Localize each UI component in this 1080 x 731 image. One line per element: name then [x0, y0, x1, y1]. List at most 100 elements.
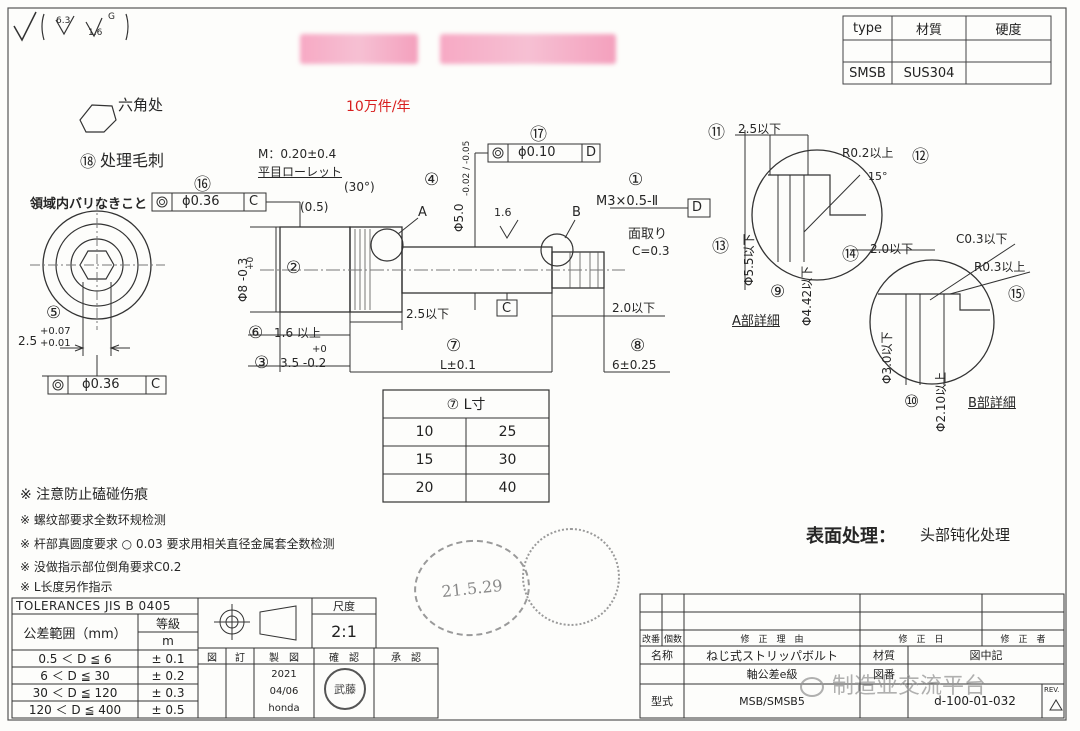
note-2: ※ 螺纹部要求全数环规检测 [20, 513, 166, 527]
material-value: 図中記 [969, 649, 1003, 662]
r02-value: R0.2以上 [842, 146, 894, 160]
dim7-value: L±0.1 [440, 358, 476, 372]
dim3-plus: +0 [312, 344, 327, 355]
tolerance-title: TOLERANCES JIS B 0405 [16, 599, 172, 613]
detail-label-b: B [572, 205, 581, 220]
mat-type: SMSB [849, 65, 886, 81]
stamp-date: 21.5.29 [440, 575, 504, 601]
rev-header: 修 正 日 [898, 634, 944, 645]
roughness-value-3: G [108, 12, 115, 22]
dia2-plus: +0 [246, 256, 256, 270]
l-table-cell: 15 [415, 452, 434, 468]
note-1: ※ 注意防止磕碰伤痕 [20, 487, 149, 503]
l-table-cell: 10 [415, 424, 434, 440]
m-note: M：0.20±0.4 [258, 147, 337, 161]
r03-value: R0.3以上 [974, 260, 1026, 274]
draft-date: 04/06 [269, 685, 299, 697]
approval-header: 承 認 [391, 652, 421, 664]
item14-marker: ⑭ [842, 245, 859, 265]
dim5-minus: +0.01 [40, 338, 71, 349]
approval-header: 製 図 [269, 652, 299, 664]
l-table-cell: 25 [498, 424, 517, 440]
runout16-value: ϕ0.36 [182, 194, 220, 209]
l-table-cell: 30 [498, 452, 517, 468]
chamfer-label: 面取り [628, 227, 668, 242]
watermark: 制造业交流平台 [800, 668, 986, 700]
item18-marker: ⑱ [80, 152, 97, 171]
head-offset: (0.5) [300, 200, 329, 214]
dia4-tolerance: -0.02 / -0.05 [462, 140, 472, 196]
thread-spec: M3×0.5-Ⅱ [596, 194, 659, 209]
tolerance-range: 120 ＜ D ≦ 400 [28, 703, 122, 717]
item15-marker: ⑮ [1008, 285, 1025, 305]
tolerance-range: 0.5 ＜ D ≦ 6 [38, 652, 112, 666]
item12-marker: ⑫ [912, 147, 929, 167]
tolerance-range-label: 公差範囲（mm） [23, 626, 127, 642]
dim-2-5-below: 2.5以下 [406, 307, 450, 321]
burr-free-note: 領域内バリなきこと [30, 197, 148, 212]
dia9-value: Φ4.42以下 [800, 265, 814, 326]
draft-year: 2021 [271, 668, 297, 680]
datum-c-box: C [502, 301, 512, 316]
surface-treatment-value: 头部钝化处理 [920, 526, 1011, 544]
runout17-datum: D [586, 145, 597, 160]
chamfer-value: C=0.3 [632, 244, 670, 258]
dim6-value: 1.6 以上 [274, 326, 321, 340]
item2-marker: ② [286, 258, 302, 278]
dia13-value: Φ5.5以下 [742, 233, 756, 286]
detail-a-caption: A部詳細 [732, 314, 780, 329]
note-4: ※ 没做指示部位倒角要求C0.2 [20, 560, 182, 574]
item9-marker: ⑨ [770, 282, 786, 302]
tolerance-grade-label: 等級 [155, 616, 180, 631]
dim5-plus: +0.07 [40, 326, 71, 337]
rev-label: REV. [1044, 686, 1060, 694]
drafter-name: honda [268, 702, 300, 714]
approval-header: 確 認 [329, 652, 359, 664]
detail-label-a: A [418, 205, 427, 220]
runout16-datum: C [249, 194, 259, 209]
rev-header: 改番 [641, 634, 660, 645]
item4-marker: ④ [424, 170, 440, 190]
scale-label: 尺度 [333, 600, 355, 613]
tolerance-value: ± 0.3 [151, 685, 185, 700]
shank-roughness: 1.6 [494, 206, 512, 219]
name-label: 名称 [651, 649, 673, 662]
dia4-value: Φ5.0 [452, 203, 466, 232]
note-3: ※ 杆部真圆度要求 ○ 0.03 要求用相关直径金属套全数检测 [20, 537, 335, 551]
tolerance-value: ± 0.1 [151, 651, 185, 666]
drawing-no-label: 図番 [873, 668, 895, 681]
deburr-note: 处理毛刺 [100, 151, 165, 170]
wechat-icon [800, 677, 824, 697]
scale-value: 2:1 [331, 621, 357, 641]
roughness-value-1: 6.3 [56, 16, 71, 26]
item13-marker: ⑬ [712, 237, 729, 257]
dia30-value: Φ3.0以下 [880, 331, 894, 384]
approval-header: 図 [207, 652, 217, 664]
item3-marker: ③ [254, 353, 270, 373]
tolerance-range: 6 ＜ D ≦ 30 [40, 669, 110, 683]
item11-marker: ⑪ [708, 123, 725, 143]
item16-marker: ⑯ [194, 175, 211, 195]
l-table-cell: 40 [498, 480, 517, 496]
hex-note: 六角处 [118, 96, 164, 114]
watermark-text: 制造业交流平台 [832, 674, 987, 699]
dim11-value: 2.5以下 [738, 122, 782, 136]
detail-a-angle: 15° [868, 170, 888, 183]
tolerance-grade-value: m [162, 634, 174, 648]
rev-header: 個数 [663, 634, 682, 645]
runout5-datum: C [151, 377, 161, 392]
dim3-value: 3.5 -0.2 [280, 356, 327, 370]
approval-header: 訂 [235, 652, 245, 664]
item5-marker: ⑤ [46, 303, 62, 323]
item1-marker: ① [628, 170, 644, 190]
redacted-title-left [300, 34, 418, 64]
tolerance-value: ± 0.5 [151, 702, 185, 717]
rev-header: 修 正 者 [1000, 634, 1046, 645]
redacted-title-right [440, 34, 616, 64]
l-table-cell: 20 [415, 480, 434, 496]
drawing-number: d-100-01-032 [934, 694, 1016, 708]
roughness-value-2: 1.6 [88, 28, 103, 38]
tolerance-value: ± 0.2 [151, 668, 185, 683]
rev-header: 修 正 理 由 [740, 634, 804, 645]
